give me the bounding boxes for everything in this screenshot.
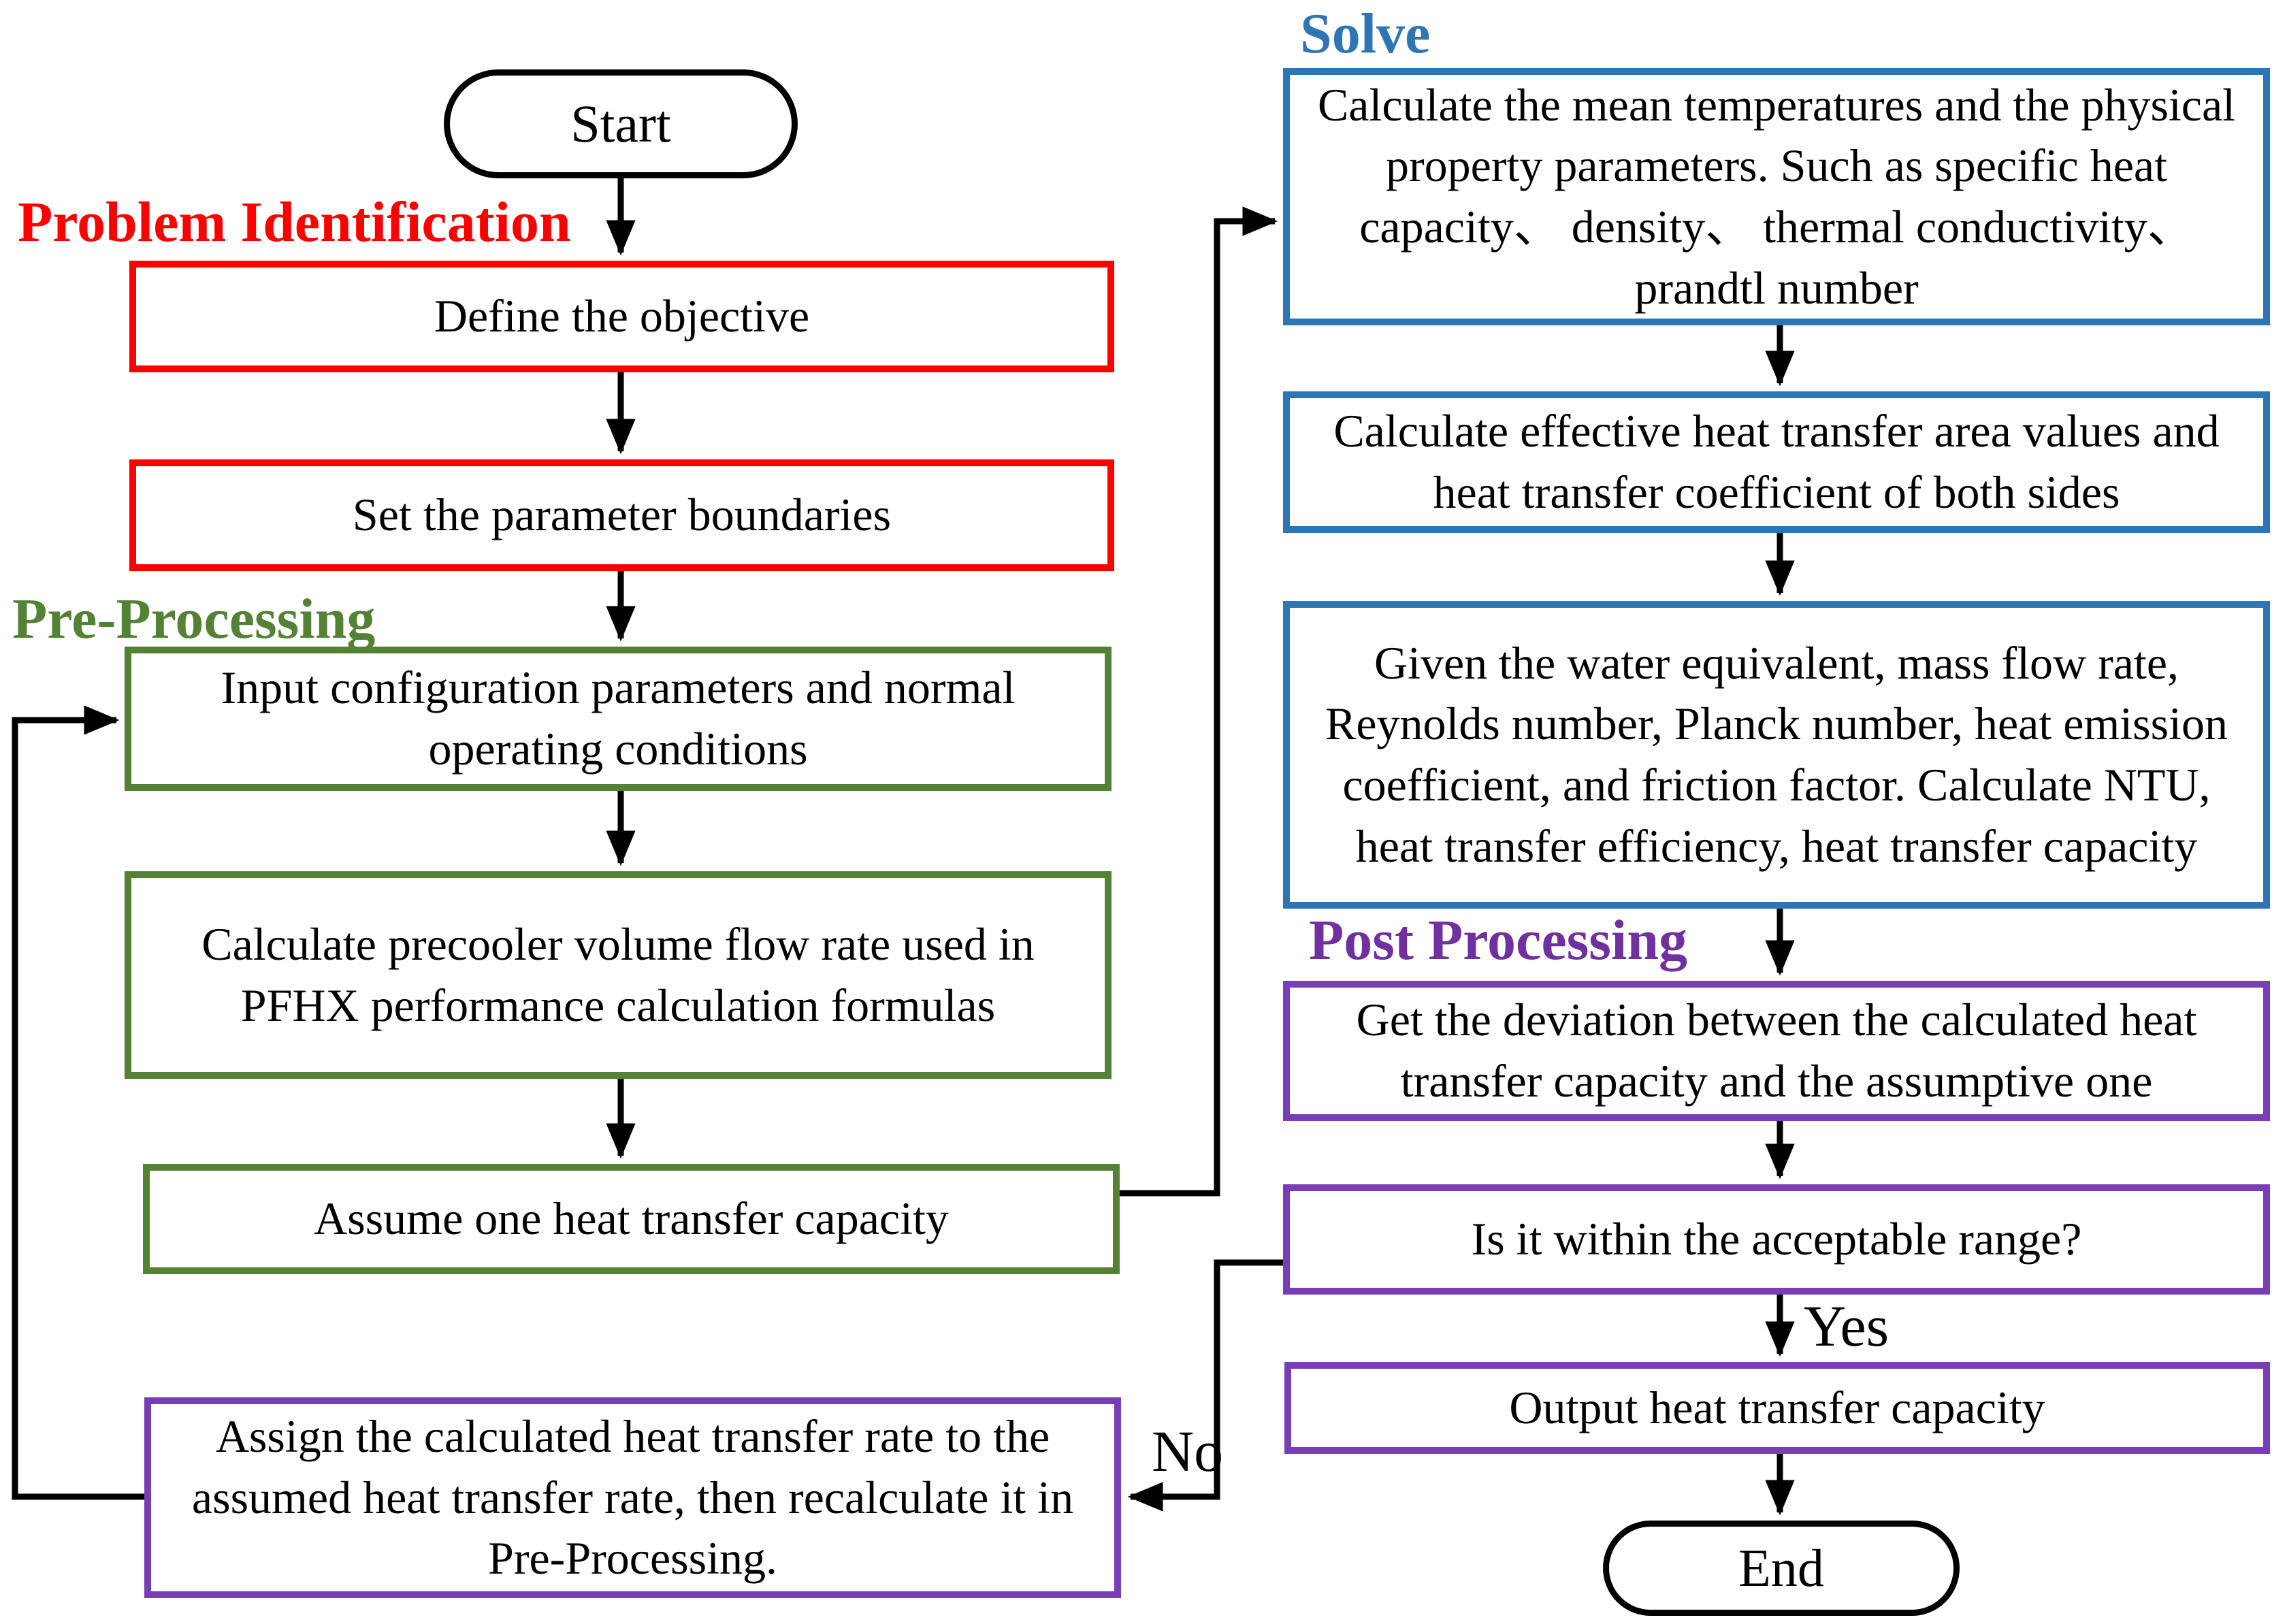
acceptable-range-node: Is it within the acceptable range? — [1283, 1184, 2270, 1295]
calc-mean-temps-node: Calculate the mean temperatures and the … — [1283, 68, 2270, 325]
get-deviation-node: Get the deviation between the calculated… — [1283, 981, 2270, 1121]
edge-label-yes: Yes — [1804, 1293, 1889, 1359]
assume-capacity-node: Assume one heat transfer capacity — [143, 1164, 1120, 1274]
end-node: End — [1603, 1521, 1960, 1616]
edge-assume-to-meantemps — [1120, 206, 1278, 1197]
edge-label-no: No — [1152, 1418, 1224, 1484]
assign-recalculate-node: Assign the calculated heat transfer rate… — [144, 1397, 1121, 1598]
set-parameter-boundaries-node: Set the parameter boundaries — [129, 459, 1114, 571]
given-water-equivalent-node: Given the water equivalent, mass flow ra… — [1283, 601, 2270, 909]
output-capacity-node: Output heat transfer capacity — [1284, 1362, 2270, 1454]
edge-range-to-assign-no — [1127, 1259, 1283, 1512]
section-label-solve: Solve — [1300, 2, 1431, 65]
start-node: Start — [444, 69, 798, 178]
section-label-pre-processing: Pre-Processing — [12, 587, 376, 651]
section-label-problem-identification: Problem Identification — [18, 191, 571, 254]
calc-area-coefficient-node: Calculate effective heat transfer area v… — [1283, 391, 2270, 533]
section-label-post-processing: Post Processing — [1309, 909, 1688, 972]
input-configuration-node: Input configuration parameters and norma… — [125, 647, 1112, 791]
calc-precooler-node: Calculate precooler volume flow rate use… — [125, 871, 1112, 1079]
edge-assign-to-input-loop — [12, 705, 144, 1500]
define-objective-node: Define the objective — [129, 261, 1114, 372]
